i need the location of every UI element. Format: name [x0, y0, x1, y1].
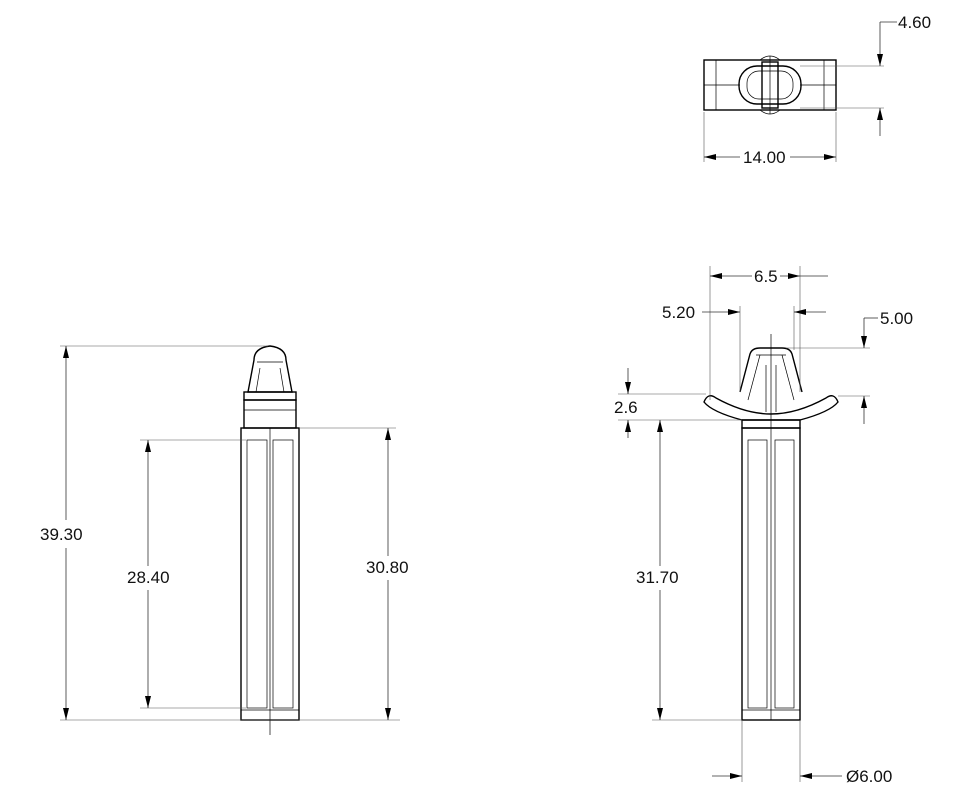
top-view [703, 55, 837, 115]
side-view-collar [243, 399, 297, 429]
dimension-labels: 4.60 14.00 39.30 28.40 30.80 6.5 5.20 5.… [40, 13, 931, 786]
dim-label-flange-thickness: 2.6 [614, 398, 638, 417]
dim-label-head-height: 5.00 [880, 309, 913, 328]
side-view-head [247, 345, 293, 393]
dim-label-top-height: 4.60 [898, 13, 931, 32]
dim-label-shank-diameter: Ø6.00 [846, 767, 892, 786]
front-view [703, 334, 839, 721]
dim-label-top-width: 14.00 [743, 148, 786, 167]
dim-label-shank-length: 31.70 [636, 568, 679, 587]
dim-label-body-length: 30.80 [366, 558, 409, 577]
dim-label-head-inner-width: 5.20 [662, 303, 695, 322]
dim-label-head-outer-width: 6.5 [754, 267, 778, 286]
dimension-lines [63, 21, 897, 779]
side-view [240, 345, 300, 735]
dim-label-total-length: 39.30 [40, 525, 83, 544]
dim-label-slot-length: 28.40 [127, 568, 170, 587]
extension-lines [60, 65, 884, 782]
